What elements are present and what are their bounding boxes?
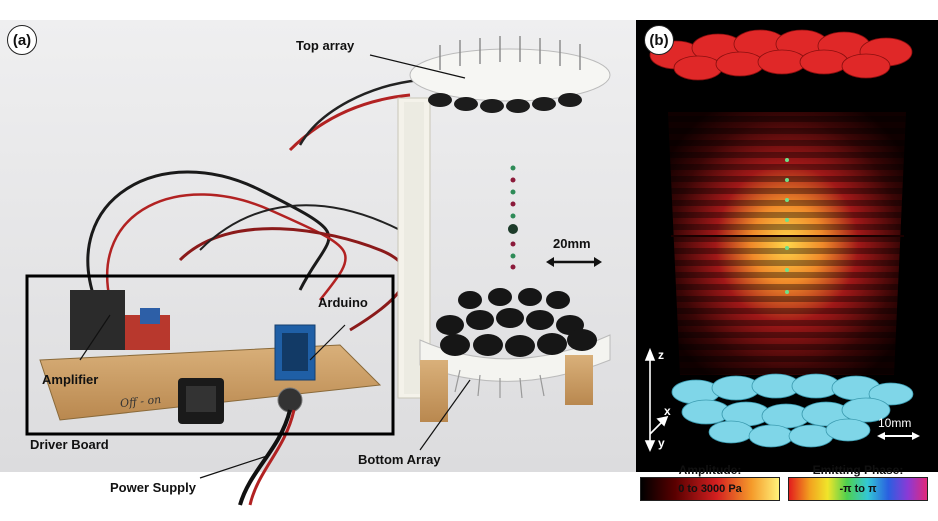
scale-bar-10mm-label: 10mm [878,416,912,430]
bottom-array-label: Bottom Array [358,452,441,467]
amplitude-legend: Amplitude: 0 to 3000 Pa [640,463,780,501]
axis-x-label: x [664,404,671,418]
phase-range: -π to π [839,483,877,495]
simulation-panel: (b) z x y 10mm [636,20,938,472]
amplitude-legend-title: Amplitude: [678,463,742,477]
phase-legend: Emitting Phase: -π to π [788,463,928,501]
panel-a-badge: (a) [7,25,37,55]
simulation-render [644,29,920,452]
phase-colorbar: -π to π [788,477,928,501]
amplifier-label: Amplifier [42,372,99,387]
axis-y-label: y [658,436,665,450]
amplitude-colorbar: 0 to 3000 Pa [640,477,780,501]
axis-z-label: z [658,348,664,362]
driver-board-label: Driver Board [30,437,109,452]
power-supply-label: Power Supply [110,480,196,495]
phase-legend-title: Emitting Phase: [812,463,904,477]
top-array-label: Top array [296,38,355,53]
amplitude-range: 0 to 3000 Pa [678,483,742,495]
panel-b-badge: (b) [644,25,674,55]
scale-bar-label: 20mm [553,236,591,251]
driver-board-box [25,274,395,436]
photo-panel: (a) Top array Arduino Amplifier Driver B… [0,20,636,506]
arduino-label: Arduino [318,295,368,310]
photo-illustration [0,20,636,506]
